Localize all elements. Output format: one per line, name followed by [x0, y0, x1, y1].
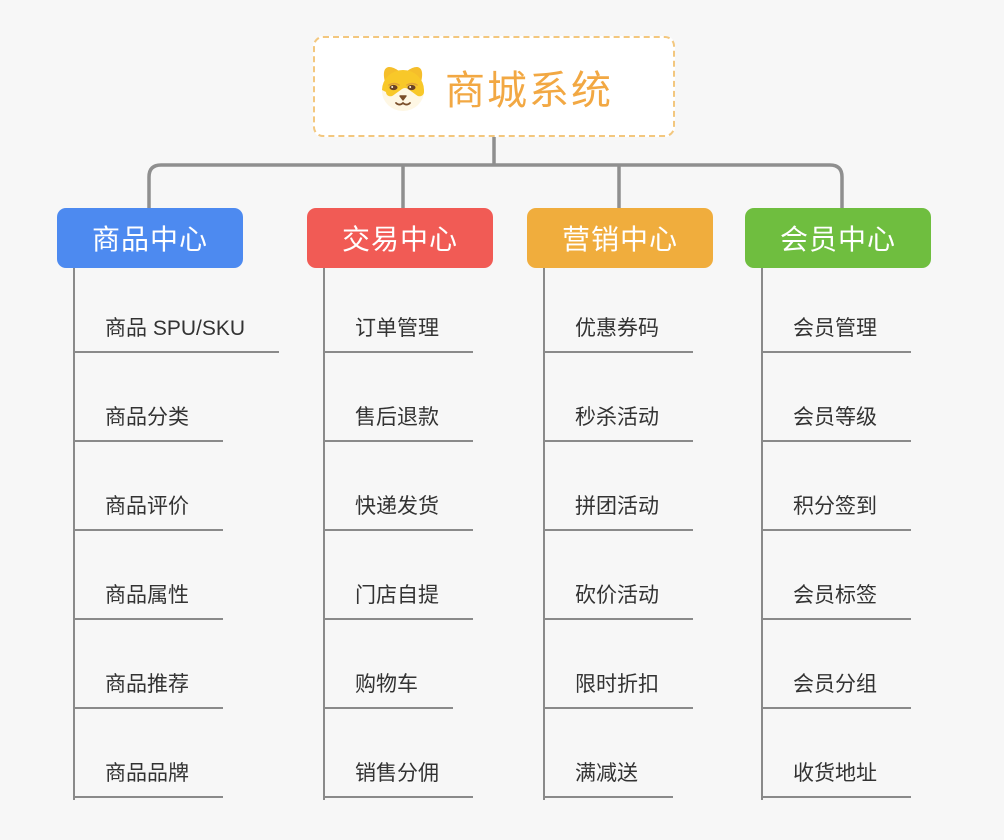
- sub-item[interactable]: 积分签到: [761, 442, 911, 531]
- sub-item[interactable]: 会员等级: [761, 353, 911, 442]
- sub-item[interactable]: 收货地址: [761, 709, 911, 798]
- sub-item[interactable]: 订单管理: [323, 264, 473, 353]
- sub-item[interactable]: 商品品牌: [73, 709, 223, 798]
- branch-list-line: [73, 268, 75, 800]
- sub-item[interactable]: 秒杀活动: [543, 353, 693, 442]
- branch-node-2[interactable]: 交易中心: [307, 208, 493, 268]
- sub-item[interactable]: 会员管理: [761, 264, 911, 353]
- branch-list-line: [543, 268, 545, 800]
- sub-item[interactable]: 会员标签: [761, 531, 911, 620]
- shiba-dog-icon: [382, 66, 424, 111]
- sub-item[interactable]: 优惠券码: [543, 264, 693, 353]
- sub-item[interactable]: 限时折扣: [543, 620, 693, 709]
- root-title: 商城系统: [445, 68, 613, 113]
- sub-item[interactable]: 快递发货: [323, 442, 473, 531]
- sub-item[interactable]: 拼团活动: [543, 442, 693, 531]
- sub-item[interactable]: 商品属性: [73, 531, 223, 620]
- branch-list-line: [761, 268, 763, 800]
- sub-item[interactable]: 商品推荐: [73, 620, 223, 709]
- sub-item[interactable]: 门店自提: [323, 531, 473, 620]
- branch-items: 订单管理售后退款快递发货门店自提购物车销售分佣: [323, 264, 473, 798]
- branch-node-1[interactable]: 商品中心: [57, 208, 243, 268]
- branch-label: 商品中心: [91, 224, 208, 255]
- branch-label: 会员中心: [779, 224, 896, 255]
- branch-list-line: [323, 268, 325, 800]
- branch-label: 营销中心: [561, 224, 678, 255]
- sub-item[interactable]: 购物车: [323, 620, 453, 709]
- branch-node-4[interactable]: 会员中心: [745, 208, 931, 268]
- branch-label: 交易中心: [341, 224, 458, 255]
- root-node[interactable]: 商城系统: [313, 36, 675, 137]
- sub-item[interactable]: 满减送: [543, 709, 673, 798]
- branch-column: 会员中心 会员管理会员等级积分签到会员标签会员分组收货地址: [745, 208, 945, 800]
- sub-item[interactable]: 销售分佣: [323, 709, 473, 798]
- branch-column: 营销中心 优惠券码秒杀活动拼团活动砍价活动限时折扣满减送: [527, 208, 727, 800]
- sub-item[interactable]: 售后退款: [323, 353, 473, 442]
- sub-item[interactable]: 砍价活动: [543, 531, 693, 620]
- sub-item[interactable]: 商品分类: [73, 353, 223, 442]
- sub-item[interactable]: 商品 SPU/SKU: [73, 264, 280, 353]
- branch-items: 优惠券码秒杀活动拼团活动砍价活动限时折扣满减送: [543, 264, 693, 798]
- branch-items: 会员管理会员等级积分签到会员标签会员分组收货地址: [761, 264, 911, 798]
- sub-item[interactable]: 商品评价: [73, 442, 223, 531]
- sub-item[interactable]: 会员分组: [761, 620, 911, 709]
- branch-column: 交易中心 订单管理售后退款快递发货门店自提购物车销售分佣: [307, 208, 507, 800]
- branch-node-3[interactable]: 营销中心: [527, 208, 713, 268]
